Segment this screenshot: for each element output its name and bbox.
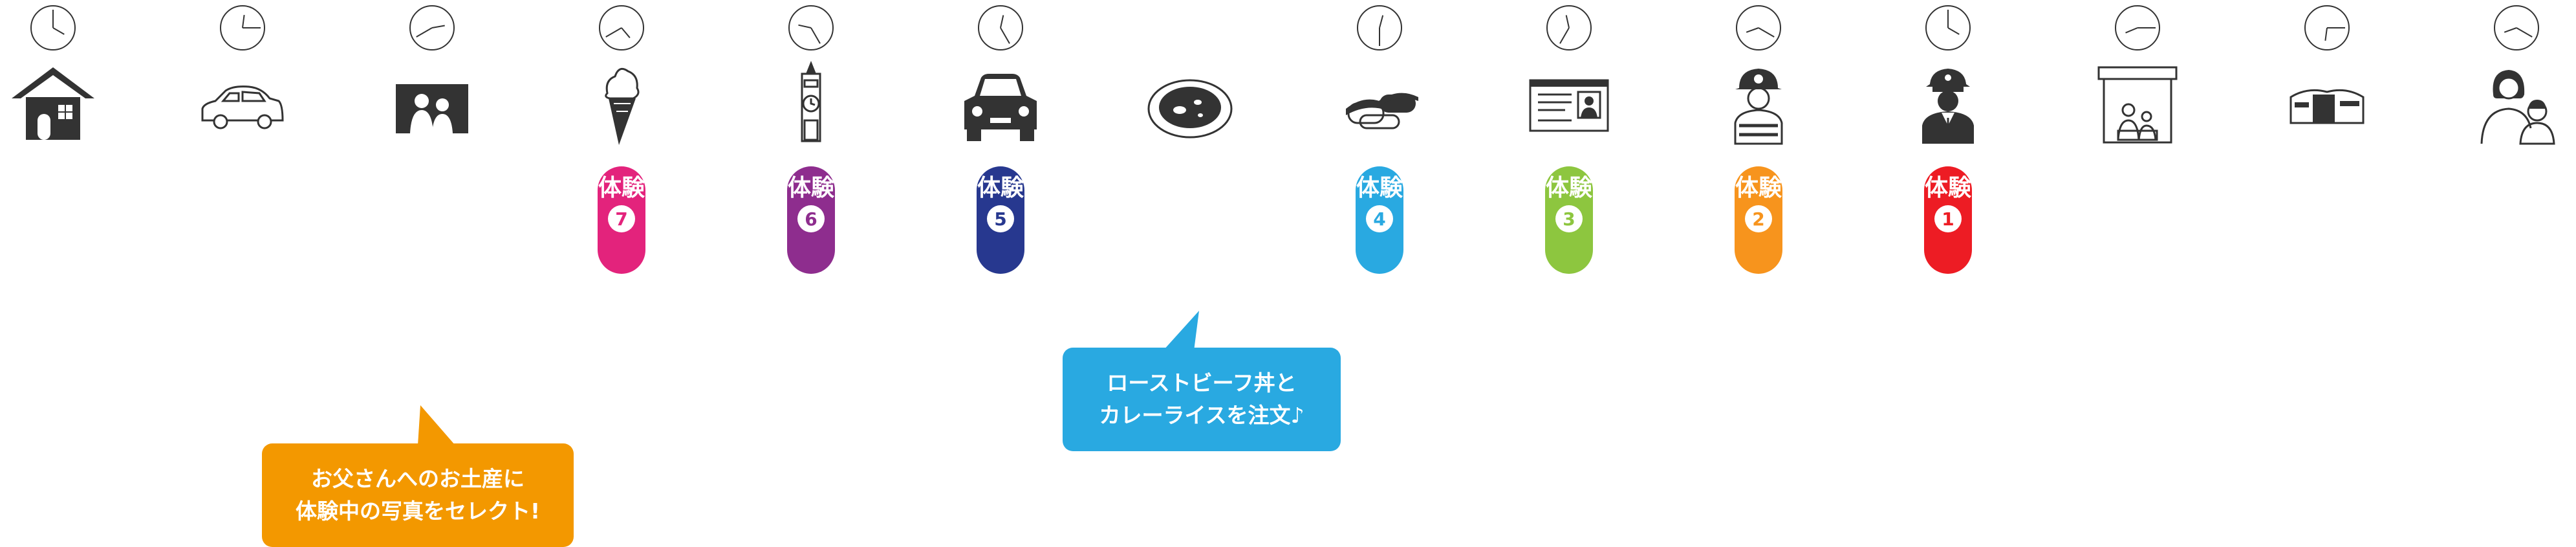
photo-booth-icon [2092,58,2183,149]
curry-plate-icon [1145,58,1235,149]
clock-icon [787,4,835,52]
clock-icon [1545,4,1593,52]
badge-label: 体験 [1924,175,1971,201]
experience-badge: 体験 5 [977,166,1024,274]
timeline-step: 体験 6 [759,0,863,298]
clock-icon [598,4,645,52]
timeline-step [380,0,484,298]
lunch-bubble-tail [1163,311,1199,351]
experience-badge: 体験 2 [1735,166,1782,274]
timeline-step [2275,0,2379,298]
clock-icon [2114,4,2161,52]
experience-badge: 体験 1 [1924,166,1972,274]
badge-number: 7 [608,205,635,232]
timeline-step [2086,0,2189,298]
badge-label: 体験 [1545,175,1592,201]
clock-icon [1356,4,1403,52]
timeline-step: 体験 5 [949,0,1052,298]
clock-icon [1924,4,1972,52]
badge-number: 6 [797,205,825,232]
mother-child-icon [2471,58,2562,149]
badge-number: 4 [1366,205,1393,232]
car-outline-icon [197,58,288,149]
badge-label: 体験 [977,175,1024,201]
clock-icon [29,4,77,52]
badge-label: 体験 [598,175,645,201]
badge-label: 体験 [787,175,834,201]
timeline-step [1,0,105,298]
clock-icon [2493,4,2540,52]
experience-badge: 体験 3 [1545,166,1593,274]
shopping-mall-icon [2282,58,2372,149]
souvenir-line-2: 体験中の写真をセレクト! [295,498,541,524]
clock-icon [1735,4,1782,52]
timeline-step [2465,0,2568,298]
souvenir-speech-bubble: お父さんへのお土産に 体験中の写真をセレクト! [262,443,574,547]
experience-badge: 体験 4 [1356,166,1403,274]
souvenir-line-1: お父さんへのお土産に [311,466,525,491]
family-photo-icon [387,58,477,149]
clock-icon [2303,4,2351,52]
clock-icon [977,4,1024,52]
police-officer-icon [1903,58,1993,149]
clock-tower-icon [766,58,856,149]
souvenir-bubble-tail [418,405,455,445]
car-front-icon [955,58,1046,149]
experience-badge: 体験 7 [598,166,645,274]
timeline-step: 体験 4 [1328,0,1431,298]
badge-number: 2 [1745,205,1772,232]
lunch-speech-bubble: ローストビーフ丼と カレーライスを注文♪ [1063,348,1341,451]
timeline-step: 体験 7 [570,0,673,298]
timeline-step: 体験 3 [1517,0,1621,298]
badge-number: 1 [1934,205,1962,232]
timeline-step: 体験 2 [1707,0,1810,298]
badge-label: 体験 [1735,175,1782,201]
timeline-step [191,0,294,298]
lunch-line-2: カレーライスを注文♪ [1099,403,1304,428]
lunch-line-1: ローストビーフ丼と [1107,370,1297,396]
house-icon [8,58,98,149]
timeline-step: 体験 1 [1896,0,2000,298]
badge-label: 体験 [1356,175,1403,201]
sushi-icon [1334,58,1425,149]
clock-icon [219,4,266,52]
id-card-icon [1524,58,1614,149]
ice-cream-icon [576,58,667,149]
badge-number: 5 [987,205,1014,232]
clock-icon [408,4,456,52]
badge-number: 3 [1555,205,1583,232]
timeline-step [1138,0,1242,298]
firefighter-icon [1713,58,1804,149]
experience-badge: 体験 6 [787,166,835,274]
